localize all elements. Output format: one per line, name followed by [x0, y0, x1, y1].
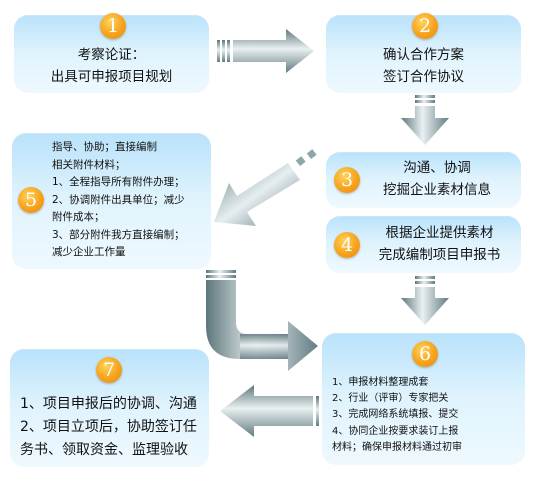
step-2-line: 签订合作协议	[383, 69, 464, 85]
step-5-line: 减少企业工作量	[52, 246, 126, 258]
step-2-line: 确认合作方案	[383, 47, 464, 63]
arrow-step6-to-step7	[220, 385, 325, 437]
step-7-line: 2、项目立项后，协助签订任	[20, 419, 197, 435]
step-7-badge: 7	[96, 357, 122, 383]
step-4-line: 完成编制项目申报书	[378, 247, 501, 263]
step-2-text: 确认合作方案 签订合作协议	[326, 44, 521, 88]
step-5-badge: 5	[18, 187, 44, 213]
arrow-step5-to-step6	[206, 270, 318, 371]
step-1-badge: 1	[100, 13, 126, 39]
step-7-text: 1、项目申报后的协调、沟通 2、项目立项后，协助签订任 务书、领取资金、监理验收	[20, 393, 197, 462]
step-4-badge: 4	[334, 232, 360, 258]
step-6-badge: 6	[412, 341, 438, 367]
step-5-line: 1、全程指导所有附件办理；	[52, 176, 185, 188]
arrow-step1-to-step2	[217, 29, 314, 73]
step-6-line: 1、申报材料整理成套	[332, 377, 429, 388]
step-3-line: 挖掘企业素材信息	[383, 182, 491, 198]
step-1-line: 出具可申报项目规划	[50, 69, 173, 85]
step-6-line: 3、完成网络系统填报、提交	[332, 409, 459, 421]
step-7-line: 务书、领取资金、监理验收	[20, 442, 188, 458]
step-3-line: 沟通、协调	[403, 160, 471, 176]
step-6-line: 2、行业（评审）专家把关	[332, 393, 449, 405]
step-5-box	[12, 133, 211, 269]
arrow-step2-to-step3	[401, 95, 449, 145]
step-1-line: 考察论证：	[77, 47, 146, 63]
step-1-text: 考察论证： 出具可申报项目规划	[14, 44, 209, 88]
step-2-badge: 2	[412, 13, 438, 39]
step-6-line: 材料；确保申报材料通过初审	[332, 441, 462, 453]
step-3-badge: 3	[334, 167, 360, 193]
arrow-step4-to-step6	[401, 276, 449, 325]
step-5-line: 相关附件材料；	[52, 158, 126, 171]
step-6-text: 1、申报材料整理成套 2、行业（评审）专家把关 3、完成网络系统填报、提交 4、…	[332, 375, 462, 456]
step-5-line: 2、协调附件出具单位；减少	[52, 193, 185, 206]
step-5-text: 指导、协助；直接编制 相关附件材料； 1、全程指导所有附件办理； 2、协调附件出…	[52, 139, 185, 262]
step-5-line: 3、部分附件我方直接编制；	[52, 228, 185, 241]
step-4-line: 根据企业提供素材	[385, 225, 494, 241]
arrow-step3-to-step5	[214, 149, 317, 226]
step-6-line: 4、协同企业按要求装订上报	[332, 425, 459, 437]
step-5-line: 指导、协助；直接编制	[52, 141, 157, 153]
step-4-text: 根据企业提供素材 完成编制项目申报书	[362, 222, 517, 266]
step-7-line: 1、项目申报后的协调、沟通	[20, 396, 197, 412]
step-5-line: 附件成本；	[52, 211, 105, 223]
step-3-text: 沟通、协调 挖掘企业素材信息	[362, 157, 512, 201]
